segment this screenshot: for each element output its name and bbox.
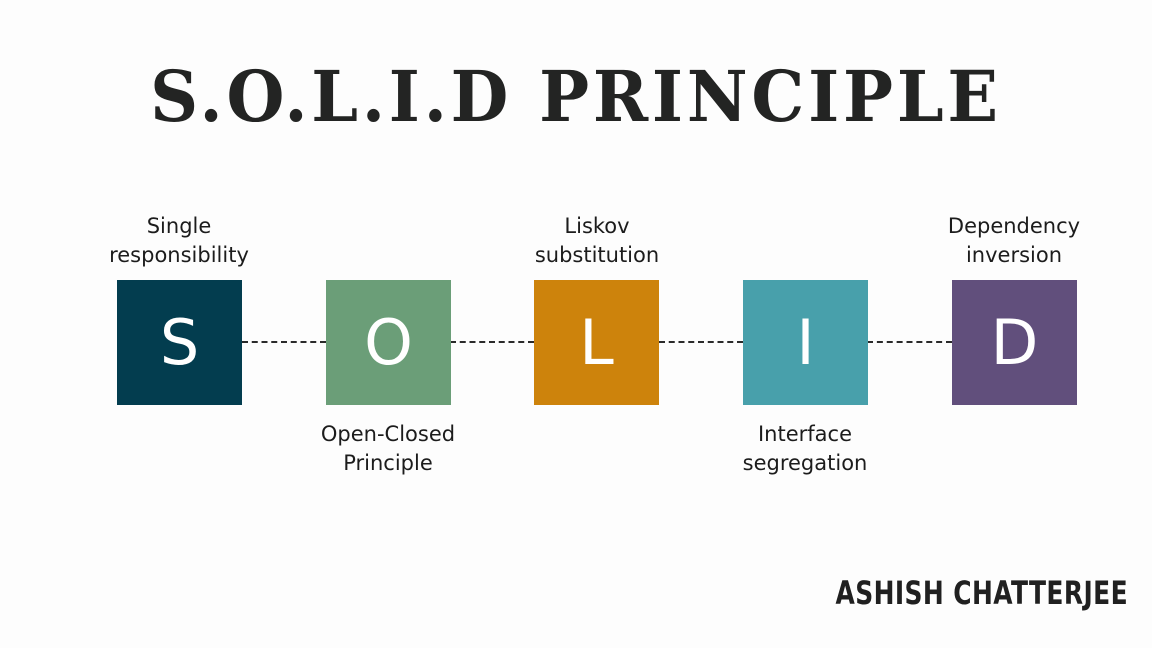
connector-l-i (659, 341, 743, 343)
label-line2: substitution (534, 243, 660, 267)
label-open-closed: Open-Closed Principle (278, 420, 498, 478)
label-line1: Open-Closed (320, 422, 456, 446)
page-title: S.O.L.I.D PRINCIPLE (150, 55, 1002, 138)
label-dependency-inversion: Dependency inversion (904, 212, 1124, 270)
box-o: O (326, 280, 451, 405)
letter-s: S (159, 306, 200, 379)
label-single-responsibility: Single responsibility (69, 212, 289, 270)
box-i: I (743, 280, 868, 405)
label-line1: Liskov (564, 214, 630, 238)
letter-o: O (364, 306, 413, 379)
connector-i-d (867, 341, 952, 343)
box-s: S (117, 280, 242, 405)
box-d: D (952, 280, 1077, 405)
author-name: ASHISH CHATTERJEE (835, 574, 1128, 612)
letter-d: D (990, 306, 1039, 379)
label-liskov-substitution: Liskov substitution (487, 212, 707, 270)
box-l: L (534, 280, 659, 405)
label-line2: inversion (965, 243, 1063, 267)
label-line2: responsibility (109, 243, 249, 267)
letter-l: L (579, 306, 614, 379)
letter-i: I (796, 306, 815, 379)
label-line2: Principle (343, 451, 433, 475)
connector-o-l (450, 341, 534, 343)
label-interface-segregation: Interface segregation (695, 420, 915, 478)
label-line1: Single (146, 214, 212, 238)
label-line1: Dependency (947, 214, 1081, 238)
label-line2: segregation (742, 451, 868, 475)
connector-s-o (242, 341, 326, 343)
label-line1: Interface (757, 422, 853, 446)
